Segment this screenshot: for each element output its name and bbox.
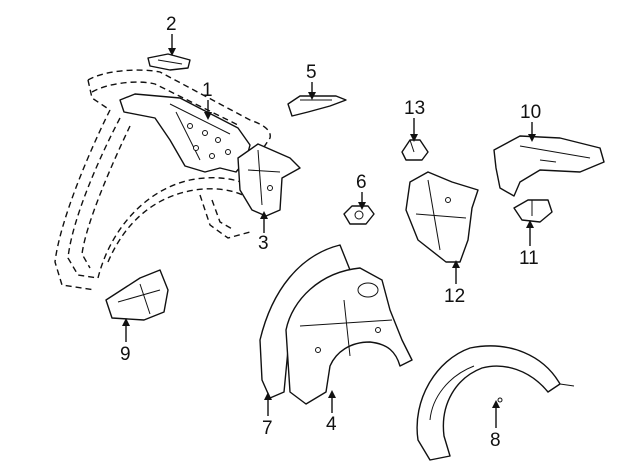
part-1-upper-panel: [119, 93, 251, 173]
part-4-wheelhouse-inner: [285, 267, 413, 405]
callout-9: 9: [120, 318, 131, 365]
callout-label: 7: [262, 418, 273, 439]
callout-5: 5: [306, 62, 317, 100]
callout-13: 13: [404, 98, 425, 142]
callout-label: 1: [202, 80, 213, 101]
callout-label: 8: [490, 430, 501, 451]
callout-label: 2: [166, 14, 177, 35]
callout-label: 5: [306, 62, 317, 83]
part-3-reinforcement: [237, 143, 301, 217]
callout-label: 4: [326, 414, 337, 435]
part-9-bracket: [105, 269, 169, 321]
callout-label: 10: [520, 102, 541, 123]
part-6-mount: [343, 205, 375, 225]
callout-1: 1: [202, 80, 213, 120]
part-12-reinforcement: [405, 171, 479, 263]
part-5-bracket: [287, 95, 347, 117]
part-2-bracket: [147, 53, 191, 71]
callout-label: 12: [444, 286, 465, 307]
callout-label: 13: [404, 98, 425, 119]
callout-label: 11: [519, 248, 539, 269]
part-13-stop: [401, 139, 429, 161]
callout-12: 12: [444, 260, 465, 307]
callout-4: 4: [326, 390, 337, 435]
callout-8: 8: [490, 400, 501, 451]
callout-11: 11: [519, 220, 539, 269]
part-11-bracket: [513, 199, 553, 223]
callout-label: 6: [356, 172, 367, 193]
callout-2: 2: [166, 14, 177, 56]
callout-label: 9: [120, 344, 131, 365]
part-10-panel: [493, 135, 605, 197]
callout-10: 10: [520, 102, 541, 142]
callout-label: 3: [258, 233, 269, 254]
callout-3: 3: [258, 211, 269, 254]
callout-7: 7: [262, 392, 273, 439]
callout-6: 6: [356, 172, 367, 210]
